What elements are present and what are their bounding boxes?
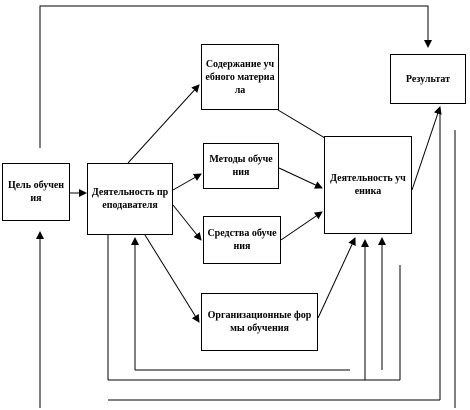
node-methods: Методы обучения xyxy=(203,143,279,189)
node-forms: Организационные формы обучения xyxy=(201,293,318,351)
node-means-label: Средства обучения xyxy=(207,228,277,252)
edge-teacher-means xyxy=(172,204,202,241)
node-content-label: Содержание учебного материала xyxy=(205,58,275,96)
node-goal: Цель обучения xyxy=(2,163,70,221)
edge-teacher-content xyxy=(127,84,200,164)
edge-goal-result xyxy=(39,5,432,148)
node-teacher-label: Деятельность преподавателя xyxy=(91,187,169,211)
node-forms-label: Организационные формы обучения xyxy=(207,310,312,334)
node-teacher: Деятельность преподавателя xyxy=(87,163,173,235)
edge-methods-student xyxy=(278,167,323,189)
edge-teacher-forms xyxy=(144,234,200,323)
edge-forms-student xyxy=(317,237,356,319)
node-result: Результат xyxy=(390,54,466,104)
node-means: Средства обучения xyxy=(203,216,281,264)
node-student: Деятельность ученика xyxy=(324,136,412,234)
node-goal-label: Цель обучения xyxy=(7,180,65,204)
node-result-label: Результат xyxy=(405,73,451,85)
node-methods-label: Методы обучения xyxy=(209,154,273,178)
node-content: Содержание учебного материала xyxy=(201,44,279,110)
edge-teacher-methods xyxy=(172,173,202,191)
node-student-label: Деятельность ученика xyxy=(330,173,406,197)
edge-student-result xyxy=(411,106,442,191)
edge-means-student xyxy=(280,211,323,241)
